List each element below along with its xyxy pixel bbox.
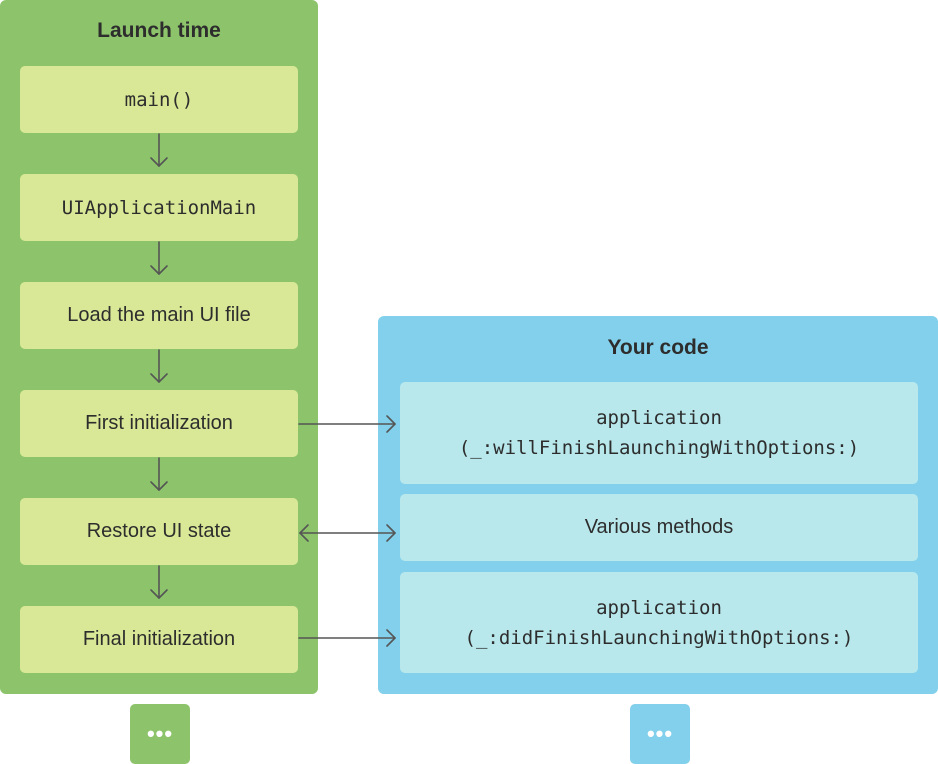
step-first-initialization: First initialization bbox=[20, 390, 298, 457]
launch-time-title: Launch time bbox=[97, 19, 221, 42]
step-uiapplicationmain: UIApplicationMain bbox=[20, 174, 298, 241]
will-finish-line-2: (_:willFinishLaunchingWithOptions:) bbox=[458, 437, 860, 459]
step-restore-ui-state: Restore UI state bbox=[20, 498, 298, 565]
step-load-main-ui-file: Load the main UI file bbox=[20, 282, 298, 349]
step-main: main() bbox=[20, 66, 298, 133]
did-finish-line-2: (_:didFinishLaunchingWithOptions:) bbox=[464, 626, 854, 649]
your-code-panel: Your code application (_:willFinishLaunc… bbox=[378, 316, 938, 694]
various-methods-label: Various methods bbox=[584, 516, 734, 538]
more-launch-icon: ••• bbox=[130, 704, 190, 764]
did-finish-line-1: application bbox=[596, 596, 722, 619]
step-final-initialization: Final initialization bbox=[20, 606, 298, 673]
did-finish-launching-box: application (_:didFinishLaunchingWithOpt… bbox=[400, 572, 918, 673]
will-finish-line-1: application bbox=[596, 407, 722, 429]
will-finish-launching-box: application (_:willFinishLaunchingWithOp… bbox=[400, 382, 918, 484]
your-code-title: Your code bbox=[607, 336, 709, 359]
various-methods-box: Various methods bbox=[400, 494, 918, 561]
more-code-icon: ••• bbox=[630, 704, 690, 764]
